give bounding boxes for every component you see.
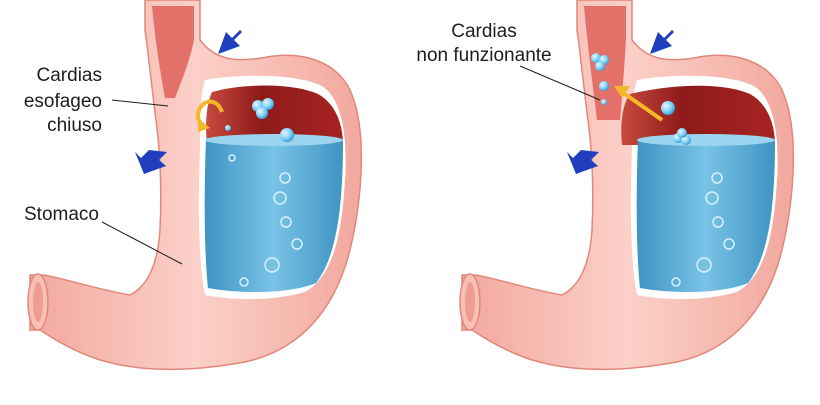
gastric-fluid [204, 140, 343, 293]
stomach-mucosa [206, 85, 343, 145]
gastric-fluid [636, 140, 775, 293]
right-stomach [459, 0, 795, 371]
fluid-bubbles [671, 172, 735, 287]
leader-line [519, 65, 601, 101]
label-closed-cardia-line2: esofageo [23, 91, 102, 112]
esophagus-lumen [152, 6, 194, 98]
leader-line [101, 221, 183, 265]
arrow-icon [567, 30, 674, 174]
left-stomach [27, 0, 363, 371]
fluid-bubbles [228, 154, 303, 287]
label-closed-cardia-line1: Cardias [36, 65, 102, 86]
stomach-mucosa [621, 85, 775, 145]
label-closed-cardia-line3: chiuso [47, 115, 102, 136]
arrow-icon [135, 30, 242, 174]
leader-line [111, 99, 169, 107]
label-open-cardia-line1: Cardias [451, 21, 517, 42]
label-open-cardia-line2: non funzionante [416, 45, 552, 66]
bubble-icon [591, 53, 691, 145]
label-stomach: Stomaco [24, 204, 99, 225]
curved-arrow-icon [620, 90, 664, 122]
bubble-icon [225, 98, 294, 142]
